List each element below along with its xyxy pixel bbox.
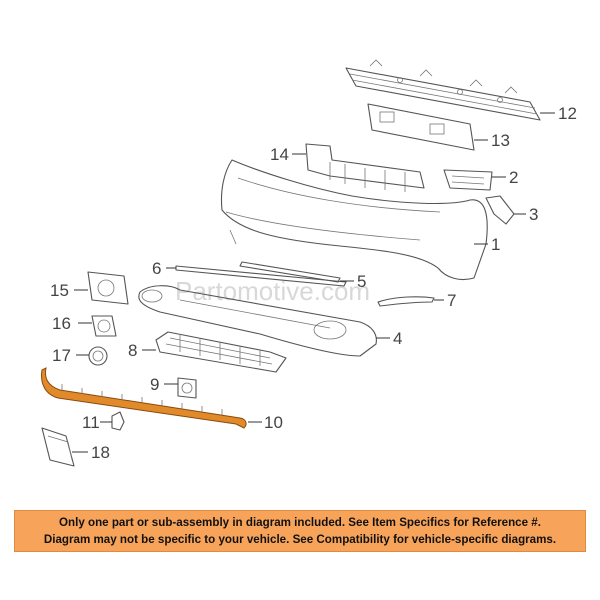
callout-10: 10 bbox=[264, 413, 283, 432]
callout-4: 4 bbox=[393, 329, 402, 348]
part-9-small-bezel bbox=[177, 377, 197, 399]
part-4-lower-fascia bbox=[138, 285, 377, 357]
callout-6: 6 bbox=[152, 259, 161, 278]
notice-banner: Only one part or sub-assembly in diagram… bbox=[14, 510, 586, 552]
part-13-bracket bbox=[367, 103, 475, 151]
callout-5: 5 bbox=[357, 272, 366, 291]
part-17-fog-lamp bbox=[88, 346, 108, 366]
callout-17: 17 bbox=[52, 346, 71, 365]
callout-1: 1 bbox=[491, 235, 500, 254]
callout-12: 12 bbox=[558, 104, 577, 123]
callout-16: 16 bbox=[52, 314, 71, 333]
part-16-fog-ring bbox=[91, 315, 117, 337]
part-11-clip bbox=[111, 411, 125, 431]
part-15-fog-bezel bbox=[87, 271, 129, 305]
part-10-lower-valance bbox=[41, 367, 247, 429]
notice-line-2: Diagram may not be specific to your vehi… bbox=[43, 533, 557, 546]
part-1-bumper-cover bbox=[220, 159, 488, 281]
part-18-license-bracket bbox=[41, 427, 75, 467]
notice-line-1: Only one part or sub-assembly in diagram… bbox=[59, 516, 541, 529]
callout-2: 2 bbox=[509, 168, 518, 187]
part-2-side-grille bbox=[443, 169, 493, 191]
valance-highlight bbox=[41, 367, 247, 429]
callout-13: 13 bbox=[491, 131, 510, 150]
callout-11: 11 bbox=[82, 413, 100, 432]
part-5-strip bbox=[239, 261, 341, 283]
callout-3: 3 bbox=[529, 205, 538, 224]
part-8-grille bbox=[155, 331, 287, 373]
part-12-reinforcement-bar bbox=[345, 59, 541, 121]
callout-18: 18 bbox=[91, 443, 110, 462]
callout-14: 14 bbox=[270, 145, 289, 164]
part-7-bezel bbox=[377, 296, 435, 307]
part-14-absorber bbox=[305, 143, 425, 192]
callout-8: 8 bbox=[128, 341, 137, 360]
callout-9: 9 bbox=[150, 375, 159, 394]
callout-15: 15 bbox=[50, 281, 69, 300]
callout-7: 7 bbox=[447, 291, 456, 310]
part-3-bracket bbox=[485, 195, 515, 225]
part-6-molding bbox=[175, 265, 347, 287]
